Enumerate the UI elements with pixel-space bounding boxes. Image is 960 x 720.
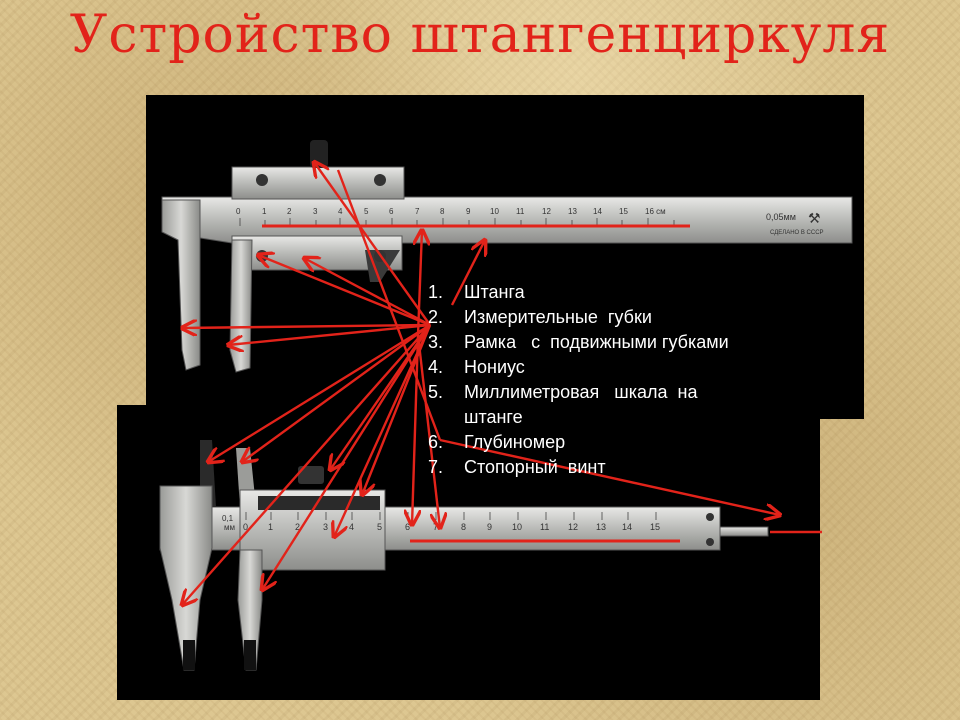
arrow-frame-bottom: [362, 324, 432, 495]
locking-screw-top: [310, 140, 328, 168]
scale-number: 14: [622, 522, 632, 532]
arrow-fixed-jaw-top: [182, 325, 431, 328]
arrow-scale-bottom-2: [416, 334, 440, 528]
scale-number: 9: [466, 207, 471, 216]
legend-item: 3. Рамка с подвижными губками: [428, 330, 848, 355]
scale-number: 11: [516, 207, 525, 216]
caliper-photo-bottom: [117, 405, 820, 700]
screw-icon: [706, 513, 714, 521]
scale-number: 7: [415, 207, 420, 216]
scale-number: 0: [236, 207, 241, 216]
scale-number: 6: [405, 522, 410, 532]
arrow-upper-jaw-moving: [242, 324, 431, 462]
legend-label: Измерительные губки: [464, 307, 652, 327]
legend-item: 5. Миллиметровая шкала на штанге: [428, 380, 848, 430]
arrow-upper-jaw-fixed: [208, 323, 431, 462]
legend-number: 2.: [428, 307, 444, 327]
legend-number: 4.: [428, 357, 444, 377]
scale-number: 14: [593, 207, 602, 216]
frame-window: [258, 496, 380, 510]
legend-item: 6. Глубиномер: [428, 430, 848, 455]
scale-number: 12: [542, 207, 551, 216]
parts-legend: 1. Штанга 2. Измерительные губки 3. Рамк…: [428, 280, 848, 480]
page-title: Устройство штангенциркуля: [69, 5, 891, 65]
scale-number: 6: [389, 207, 394, 216]
arrow-locking-screw-top: [314, 162, 431, 326]
arrow-vernier-bottom: [334, 324, 432, 537]
legend-label: Рамка с подвижными губками: [464, 332, 729, 352]
arrow-depth-path: [336, 169, 442, 441]
scale-number: 12: [568, 522, 578, 532]
scale-number: 0: [243, 522, 248, 532]
scale-number: 5: [364, 207, 369, 216]
legend-number: 5.: [428, 382, 444, 402]
legend-label: Штанга: [464, 282, 525, 302]
scale-number: 8: [461, 522, 466, 532]
arrow-frame-top: [258, 255, 431, 327]
legend-number: 6.: [428, 432, 444, 452]
arrow-scale-top-2: [450, 240, 485, 306]
legend-label: Стопорный винт: [464, 457, 606, 477]
scale-labels-top: 0 1 2 3 4 5 6 7 8 9 10 11 12 13 14 15 16…: [236, 207, 666, 216]
engraving-unit: мм: [224, 523, 235, 532]
jaw-tip: [244, 640, 256, 670]
arrow-depth-gauge: [439, 438, 780, 515]
frame-notch-top: [365, 250, 400, 282]
arrow-scale-bottom: [412, 334, 418, 525]
arrow-vernier-top: [304, 258, 431, 327]
scale-number: 8: [440, 207, 445, 216]
engraving-precision: 0,05мм: [766, 212, 796, 222]
fixed-jaw-top: [161, 199, 201, 371]
arrow-locking-screw-bottom: [330, 324, 431, 470]
scale-number: 4: [349, 522, 354, 532]
arrow-moving-jaw-bottom: [262, 324, 432, 590]
screw-icon: [256, 174, 268, 186]
legend-label: Глубиномер: [464, 432, 566, 452]
engraving-value: 0,1: [222, 514, 234, 523]
scale-number: 13: [568, 207, 577, 216]
factory-logo-icon: ⚒: [808, 211, 821, 227]
scale-number: 16 см: [645, 207, 666, 216]
pointer-arrows: [182, 162, 780, 605]
legend-item: 7. Стопорный винт: [428, 455, 848, 480]
scale-number: 15: [619, 207, 628, 216]
scale-number: 2: [295, 522, 300, 532]
scale-number: 10: [512, 522, 522, 532]
scale-number: 7: [433, 522, 438, 532]
legend-item: 1. Штанга: [428, 280, 848, 305]
scale-labels-bottom: 0 1 2 3 4 5 6 7 8 9 10 11 12 13 14 15: [243, 522, 660, 532]
legend-number: 7.: [428, 457, 444, 477]
arrow-moving-jaw-top: [228, 323, 431, 345]
scale-number: 9: [487, 522, 492, 532]
scale-number: 2: [287, 207, 292, 216]
scale-number: 13: [596, 522, 606, 532]
scale-number: 15: [650, 522, 660, 532]
scale-number: 11: [540, 522, 549, 532]
legend-item: 2. Измерительные губки: [428, 305, 848, 330]
legend-label: Миллиметровая шкала на штанге: [464, 382, 698, 427]
legend-item: 4. Нониус: [428, 355, 848, 380]
arrow-scale-top: [418, 230, 422, 336]
legend-number: 1.: [428, 282, 444, 302]
legend-number: 3.: [428, 332, 444, 352]
engraving-maker: СДЕЛАНО В СССР: [770, 230, 824, 236]
jaw-tip: [183, 640, 195, 670]
arrow-fixed-jaw-bottom: [182, 324, 431, 605]
scale-number: 1: [262, 207, 267, 216]
locking-screw-bottom: [298, 466, 324, 484]
scale-number: 3: [323, 522, 328, 532]
scale-number: 5: [377, 522, 382, 532]
depth-rod: [719, 526, 769, 537]
scale-number: 4: [338, 207, 343, 216]
scale-number: 10: [490, 207, 499, 216]
screw-icon: [374, 174, 386, 186]
moving-jaw-top: [229, 239, 253, 373]
scale-number: 3: [313, 207, 318, 216]
scale-number: 1: [268, 522, 273, 532]
screw-icon: [706, 538, 714, 546]
legend-label: Нониус: [464, 357, 525, 377]
